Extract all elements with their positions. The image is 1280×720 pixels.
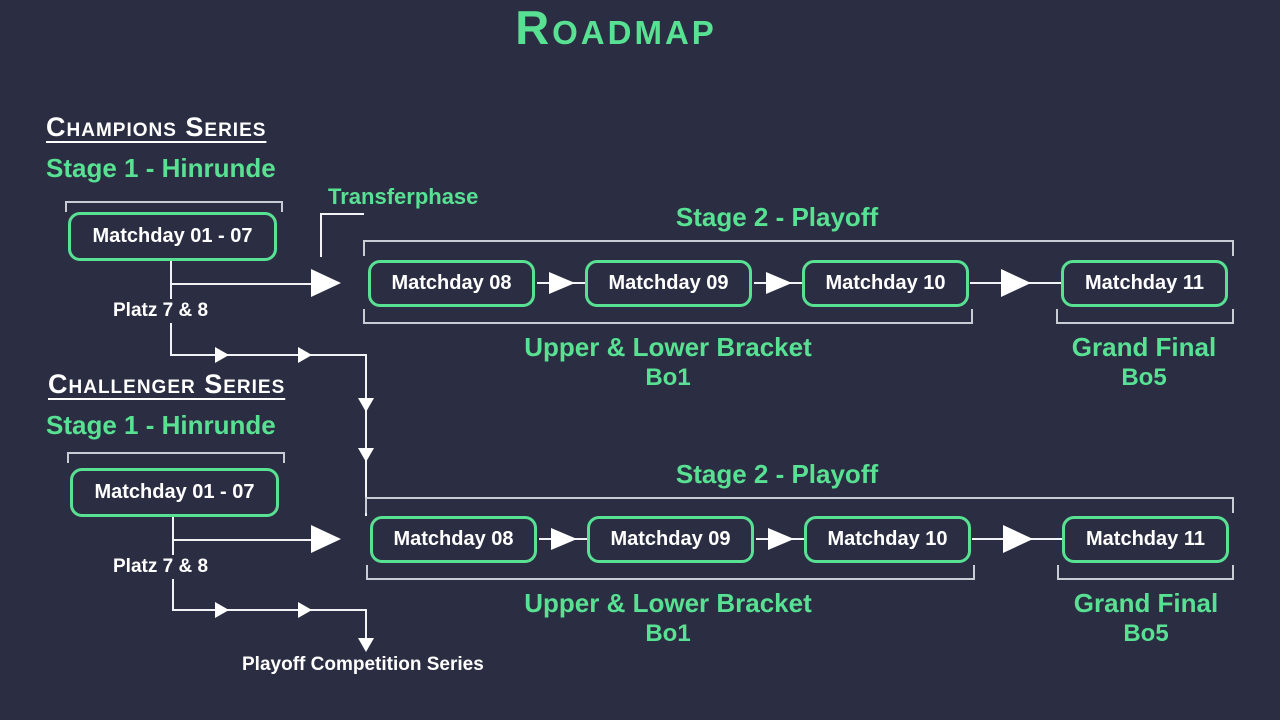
relegation-arrow-icon [215, 602, 229, 618]
champions-bracket-label: Upper & Lower Bracket [524, 332, 812, 362]
champions-stage2-top-bracket [363, 240, 1234, 256]
champions-matchday-10-node: Matchday 10 [802, 260, 969, 307]
challenger-bracket-group [366, 565, 975, 580]
challenger-heading: Challenger Series [48, 369, 286, 399]
champions-relegation-hline [170, 354, 367, 356]
flow-arrow-icon [549, 272, 575, 294]
champions-stage1-bracket [65, 201, 283, 212]
champions-final-mode: Bo5 [1121, 364, 1167, 391]
champions-transfer-arrow-icon [311, 269, 341, 297]
flow-arrow-icon [768, 528, 794, 550]
flow-arrow-icon [551, 528, 577, 550]
challenger-stage1-matchday-node: Matchday 01 - 07 [70, 468, 279, 517]
challenger-stage2-top-bracket [365, 497, 1234, 513]
champions-final-group [1056, 309, 1234, 324]
challenger-matchday-11-node: Matchday 11 [1062, 516, 1229, 563]
challenger-relegation-hline [172, 609, 367, 611]
champions-relegation-drop-vline [365, 354, 367, 516]
challenger-stage1-label: Stage 1 - Hinrunde [46, 410, 276, 440]
relegation-arrow-icon [298, 602, 312, 618]
flow-arrow-icon [1001, 269, 1031, 297]
champions-matchday-08-node: Matchday 08 [368, 260, 535, 307]
champions-transfer-hline [171, 283, 312, 285]
relegation-arrow-icon [215, 347, 229, 363]
champions-stage2-label: Stage 2 - Playoff [675, 202, 879, 232]
challenger-stage2-label: Stage 2 - Playoff [675, 459, 879, 489]
challenger-matchday-08-node: Matchday 08 [370, 516, 537, 563]
champions-final-label: Grand Final [1071, 332, 1217, 362]
champions-bracket-mode: Bo1 [645, 364, 691, 391]
challenger-relegation-drop-vline [365, 609, 367, 639]
relegation-arrow-down-icon [358, 638, 374, 652]
relegation-arrow-icon [298, 347, 312, 363]
challenger-final-label: Grand Final [1073, 588, 1219, 618]
challenger-stage1-bracket [67, 452, 285, 463]
challenger-matchday-09-node: Matchday 09 [587, 516, 754, 563]
champions-bracket-group [363, 309, 973, 324]
champions-heading: Champions Series [46, 112, 267, 142]
page-title: Roadmap [515, 1, 717, 54]
challenger-final-group [1057, 565, 1234, 580]
challenger-relegation-target: Playoff Competition Series [242, 654, 484, 675]
challenger-bracket-label: Upper & Lower Bracket [524, 588, 812, 618]
flow-arrow-icon [1003, 525, 1033, 553]
champions-stage1-matchday-node: Matchday 01 - 07 [68, 212, 277, 261]
champions-stage1-label: Stage 1 - Hinrunde [46, 153, 276, 183]
relegation-arrow-down-icon [358, 398, 374, 412]
challenger-matchday-10-node: Matchday 10 [804, 516, 971, 563]
champions-relegation-label: Platz 7 & 8 [108, 299, 214, 323]
challenger-transfer-arrow-icon [311, 525, 341, 553]
challenger-bracket-mode: Bo1 [645, 620, 691, 647]
challenger-relegation-label: Platz 7 & 8 [108, 555, 214, 579]
challenger-final-mode: Bo5 [1123, 620, 1169, 647]
champions-matchday-09-node: Matchday 09 [585, 260, 752, 307]
relegation-arrow-down-icon [358, 448, 374, 462]
transferphase-pointer-line [320, 213, 364, 257]
champions-transferphase-label: Transferphase [328, 184, 479, 209]
flow-arrow-icon [766, 272, 792, 294]
champions-matchday-11-node: Matchday 11 [1061, 260, 1228, 307]
challenger-transfer-hline [173, 539, 312, 541]
